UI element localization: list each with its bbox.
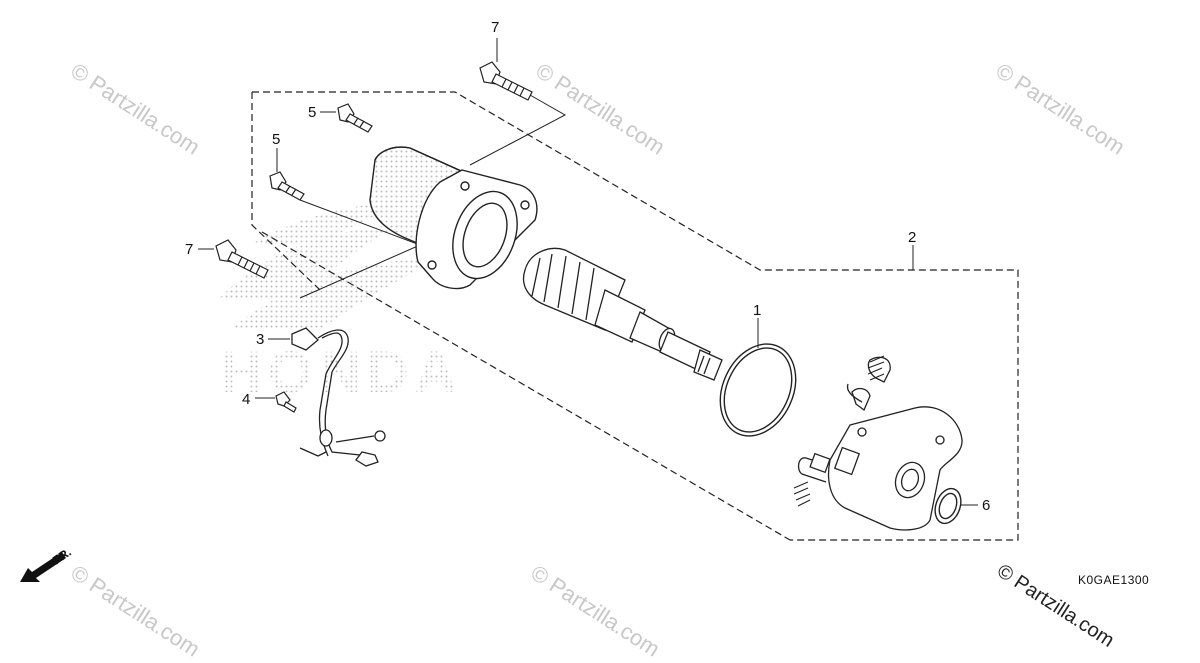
bolt-5-upper[interactable] xyxy=(337,103,373,133)
callout-6[interactable]: 6 xyxy=(982,497,991,514)
front-arrow-icon xyxy=(20,552,66,582)
bolt-5-left[interactable] xyxy=(269,171,305,201)
honda-logo-text: HONDA xyxy=(220,340,463,405)
assembly-outline xyxy=(251,91,1019,541)
callout-2[interactable]: 2 xyxy=(908,229,917,246)
honda-wing-logo: HONDA xyxy=(218,200,463,405)
brush-spring-upper[interactable] xyxy=(867,355,885,381)
cable-terminal[interactable] xyxy=(291,327,386,467)
callout-5-left[interactable]: 5 xyxy=(272,131,281,148)
callout-7-top[interactable]: 7 xyxy=(491,19,500,36)
motor-case[interactable] xyxy=(369,146,538,290)
armature[interactable] xyxy=(522,247,723,381)
screw-4[interactable] xyxy=(275,391,297,413)
callout-4[interactable]: 4 xyxy=(242,391,251,408)
brush-spring-lower[interactable] xyxy=(793,481,811,507)
rear-cover[interactable] xyxy=(797,356,963,531)
diagram-code: K0GAE1300 xyxy=(1078,573,1150,587)
callout-5-upper[interactable]: 5 xyxy=(308,104,317,121)
bolt-7-top[interactable] xyxy=(479,61,533,101)
starter-motor-diagram: HONDA xyxy=(20,38,1019,582)
bolt-7-left[interactable] xyxy=(215,239,269,279)
callout-7-left[interactable]: 7 xyxy=(185,241,194,258)
callout-1[interactable]: 1 xyxy=(753,302,762,319)
o-ring[interactable] xyxy=(706,332,810,449)
washer-6[interactable] xyxy=(931,485,966,527)
callout-3[interactable]: 3 xyxy=(256,331,265,348)
